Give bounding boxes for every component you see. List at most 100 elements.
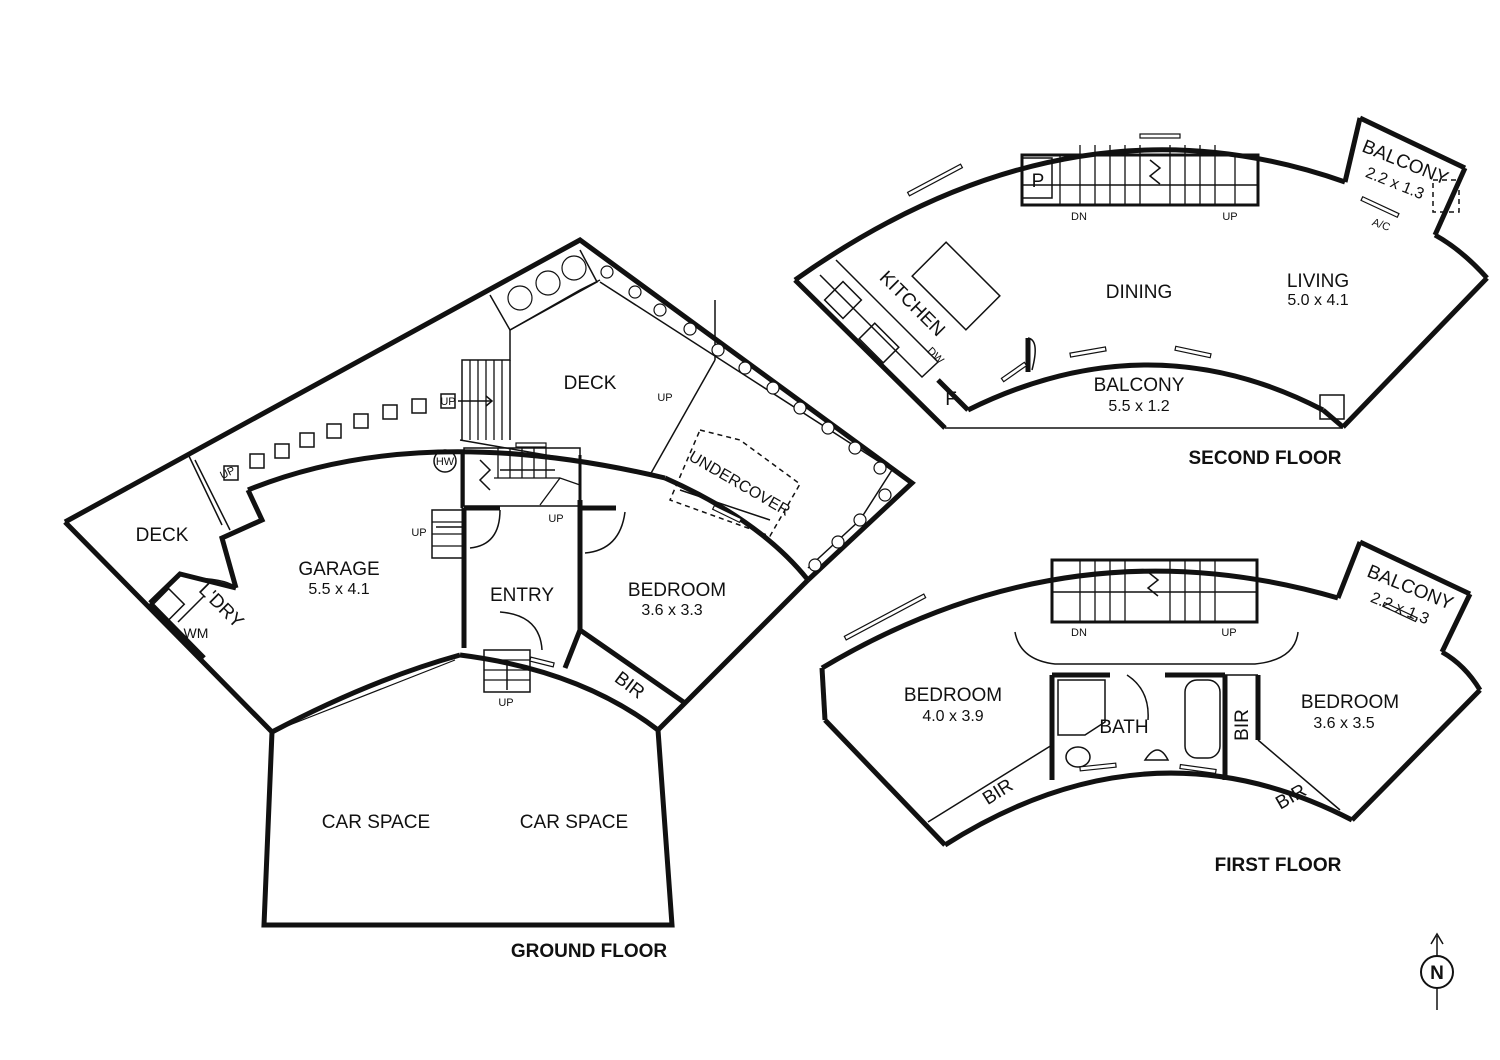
planter-inner-edge-2 <box>807 469 893 569</box>
stair-hatch <box>1319 394 1345 420</box>
paver <box>382 404 398 420</box>
plant-icon <box>561 255 587 281</box>
pantry-box <box>1021 157 1053 199</box>
room-label-balcony-main: BALCONY <box>1094 375 1185 396</box>
wm-label: WM <box>184 625 209 641</box>
fridge-label: F <box>945 389 957 410</box>
undercover-divider <box>649 359 716 476</box>
stair-box <box>483 649 531 693</box>
up-label: UP <box>411 527 426 539</box>
window <box>1000 361 1028 383</box>
up-label: UP <box>1222 211 1237 223</box>
compass-arrow <box>1430 932 1444 945</box>
stepping-pavers <box>223 393 456 481</box>
garage-curved-wall <box>247 449 666 493</box>
room-label-car-space-2: CAR SPACE <box>520 812 628 833</box>
door-arc <box>499 611 543 651</box>
dn-label: DN <box>1071 211 1087 223</box>
laundry-bench <box>177 595 205 623</box>
plant-icon <box>848 441 862 455</box>
second-west-wall <box>793 278 947 430</box>
second-east-corner <box>1433 232 1489 280</box>
stair-break <box>478 459 492 491</box>
window <box>1179 763 1217 775</box>
bedroom-curved-wall <box>663 475 810 582</box>
paver <box>411 398 427 414</box>
balcony-wall <box>1335 541 1363 599</box>
deck-left-line <box>194 459 231 531</box>
room-size-living: 5.0 x 4.1 <box>1287 292 1348 309</box>
up-label: UP <box>498 697 513 709</box>
door-arc <box>1027 337 1036 371</box>
up-label: UP <box>1221 627 1236 639</box>
garage-step-wall <box>219 488 266 589</box>
plant-icon <box>821 421 835 435</box>
bir-wall <box>578 627 687 706</box>
room-size-bedroom-left: 4.0 x 3.9 <box>922 708 983 725</box>
planter-inner-edge <box>599 281 893 471</box>
up-label: UP <box>218 465 237 482</box>
room-size-bedroom: 3.6 x 3.3 <box>641 602 702 619</box>
cooktop <box>823 280 863 320</box>
basin <box>1143 749 1170 761</box>
deck-divider <box>461 279 601 440</box>
deck-stairs <box>458 360 503 440</box>
room-label-car-space-1: CAR SPACE <box>322 812 430 833</box>
ac-label: A/C <box>1370 216 1391 234</box>
paver <box>326 423 342 439</box>
plant-icons <box>507 255 892 572</box>
window <box>529 656 555 668</box>
room-size-balcony-main: 5.5 x 1.2 <box>1108 398 1169 415</box>
plant-icon <box>600 265 614 279</box>
bedroom-east-wall <box>656 578 810 732</box>
first-floor-plan: BEDROOM 4.0 x 3.9 BATH BEDROOM 3.6 x 3.5… <box>819 539 1483 876</box>
dn-label: DN <box>1071 627 1087 639</box>
room-label-bir-right: BIR <box>1272 780 1310 814</box>
undercover-arrow <box>679 489 771 521</box>
room-label-bir-middle: BIR <box>1232 709 1253 741</box>
room-label-dining: DINING <box>1106 282 1173 303</box>
second-north-wall <box>793 147 1346 283</box>
room-label-bath: BATH <box>1099 717 1148 738</box>
car-space-wall <box>261 729 675 928</box>
landing-outline <box>1014 631 1299 665</box>
hw-label: HW <box>436 456 455 468</box>
paver <box>440 393 456 409</box>
ac-unit <box>1432 179 1460 213</box>
room-label-entry: ENTRY <box>490 585 554 606</box>
bathtub <box>1184 679 1221 759</box>
second-east-wall <box>1341 276 1489 429</box>
balcony-small-wall <box>1432 166 1468 237</box>
door-arc <box>1126 674 1149 721</box>
window <box>711 504 743 524</box>
plant-icon <box>535 270 561 296</box>
window <box>1069 346 1107 358</box>
balcony-wall <box>1439 592 1473 654</box>
window <box>1360 195 1400 219</box>
deck-left-line-2 <box>187 453 223 526</box>
north-compass-icon: N <box>1420 932 1454 1010</box>
room-size-bedroom-right: 3.6 x 3.5 <box>1313 715 1374 732</box>
room-label-bir-left: BIR <box>979 775 1017 810</box>
up-label: UP <box>440 396 455 408</box>
floor-title-second: SECOND FLOOR <box>1188 448 1341 469</box>
bir-line <box>927 744 1053 823</box>
plant-icon <box>878 488 892 502</box>
room-size-garage: 5.5 x 4.1 <box>308 581 369 598</box>
plant-icon <box>653 303 667 317</box>
bir-line <box>1257 739 1341 811</box>
dw-label: DW <box>924 345 946 367</box>
entry-east-wall <box>562 500 583 669</box>
stair-winder <box>539 477 581 506</box>
second-stair <box>1020 145 1260 207</box>
laundry-sink <box>150 587 186 623</box>
stair-box <box>1050 558 1259 624</box>
laundry-wall <box>148 571 237 605</box>
hot-water-icon <box>433 449 457 473</box>
first-west-wall-2 <box>823 718 947 847</box>
first-stair <box>1050 558 1259 624</box>
window <box>1174 345 1212 359</box>
compass-label: N <box>1430 963 1444 984</box>
room-label-bedroom-left: BEDROOM <box>904 685 1002 706</box>
ground-floor-plan: DECK DECK GARAGE 5.5 x 4.1 L'DRY WM ENTR… <box>63 237 916 962</box>
